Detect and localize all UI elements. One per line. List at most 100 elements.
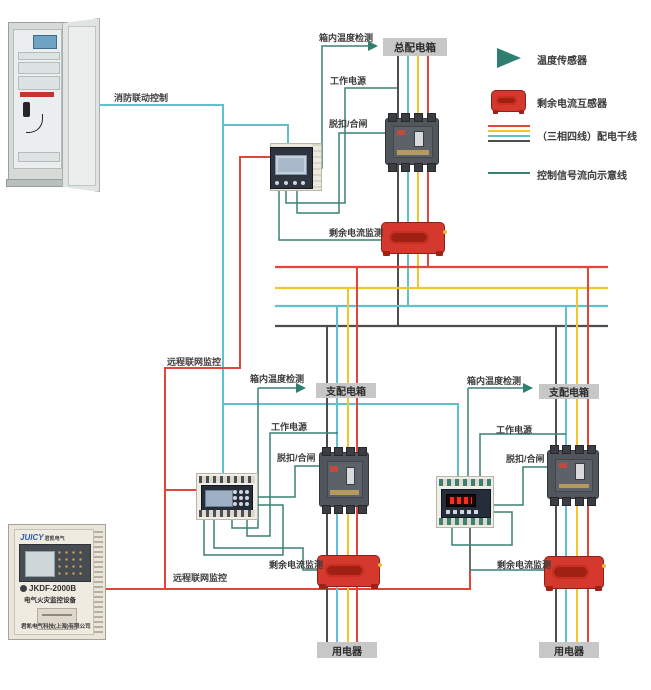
ct-foot	[493, 110, 498, 114]
monitor-buttons	[275, 180, 306, 185]
left-temp-label: 箱内温度检测	[250, 374, 305, 384]
residual-current-monitor-main	[270, 143, 322, 191]
din-nav-buttons	[233, 490, 249, 506]
residual-current-monitor-right	[436, 476, 494, 528]
breaker-terminals-bottom	[386, 163, 438, 172]
breaker-terminals-top	[320, 447, 368, 456]
breaker-face	[555, 458, 593, 492]
jkdf-model-text: JKDF-2000B	[29, 584, 77, 593]
din-terminals-top	[199, 476, 255, 483]
main-power-label: 工作电源	[330, 76, 367, 86]
breaker-terminals-top	[386, 113, 438, 122]
din-front-panel	[201, 485, 253, 513]
main-distribution-box-label: 总配电箱	[383, 38, 447, 56]
breaker-label-tag	[558, 462, 567, 468]
jkdf-company-text: 君凯电气科技(上海)有限公司	[21, 624, 91, 630]
breaker-rating-strip	[330, 489, 360, 495]
breaker-label-tag	[330, 465, 339, 472]
right-trip-label: 脱扣/合闸	[506, 454, 545, 464]
breaker-face	[326, 461, 364, 499]
residual-current-transformer-right	[544, 556, 606, 591]
breaker-rating-strip	[558, 483, 590, 489]
din-terminals-bottom	[199, 510, 255, 517]
signal-arrowheads	[296, 41, 533, 393]
breaker-terminals-bottom	[548, 497, 598, 506]
sub-distribution-box-right-label: 支配电箱	[539, 384, 599, 399]
monitor-lcd-screen	[275, 154, 308, 175]
cabinet-module	[18, 152, 60, 162]
left-sub-circuit-breaker	[319, 447, 369, 514]
cabinet-open-door	[62, 18, 100, 192]
ct-terminal	[378, 562, 382, 567]
legend-label-temperature: 温度传感器	[537, 56, 587, 67]
breaker-rating-strip	[397, 150, 429, 155]
legend-label-ct: 剩余电流互感器	[537, 99, 607, 110]
jkdf-fire-monitoring-unit: JUICY君凯电气 JKDF-2000B 电气火灾监控设备 君凯电气科技(上海)…	[8, 524, 106, 640]
distribution-bus-lines	[275, 265, 608, 328]
main-temp-label: 箱内温度检测	[319, 33, 374, 43]
ct-window	[495, 96, 518, 105]
three-phase-four-wire-lines-icon	[488, 125, 530, 145]
jkdf-keys	[56, 549, 86, 577]
temperature-sensor-icon	[497, 48, 521, 68]
main-feeder-lines	[397, 56, 429, 326]
fire-alarm-cabinet	[6, 22, 69, 187]
breaker-toggle	[345, 466, 356, 486]
cabinet-handset-cable	[26, 114, 43, 133]
ct-foot	[319, 584, 326, 589]
din-terminals-bottom	[439, 518, 491, 525]
ct-terminal	[602, 563, 606, 568]
jkdf-front-panel: JUICY君凯电气 JKDF-2000B 电气火灾监控设备 君凯电气科技(上海)…	[14, 529, 94, 635]
din-lcd-screen	[205, 490, 233, 507]
breaker-toggle	[574, 463, 585, 481]
right-sub-circuit-breaker	[547, 445, 599, 506]
ct-window	[325, 563, 365, 577]
left-power-label: 工作电源	[271, 422, 308, 432]
cabinet-indicator-bar	[20, 92, 54, 97]
din-led-display	[446, 494, 476, 507]
cabinet-handset	[23, 102, 30, 117]
main-circuit-breaker	[385, 113, 439, 172]
residual-current-transformer-icon	[491, 90, 526, 114]
din-front-panel	[441, 489, 491, 518]
breaker-terminals-bottom	[320, 505, 368, 514]
load-left-label: 用电器	[317, 642, 377, 658]
jkdf-vents	[94, 531, 103, 633]
jkdf-keypad-panel	[19, 544, 91, 582]
jkdf-emblem	[20, 585, 27, 592]
din-terminals-top	[439, 479, 491, 486]
ct-foot	[371, 584, 378, 589]
ct-foot	[519, 110, 524, 114]
control-signal-lines	[203, 45, 566, 571]
legend-label-control: 控制信号流向示意线	[537, 171, 627, 182]
jkdf-screen	[25, 551, 55, 577]
right-power-label: 工作电源	[496, 425, 533, 435]
right-temp-label: 箱内温度检测	[467, 376, 522, 386]
right-residual-label: 剩余电流监测	[497, 560, 552, 570]
breaker-terminals-top	[548, 445, 598, 454]
residual-current-transformer-left	[317, 555, 382, 589]
ct-foot	[436, 251, 443, 256]
left-trip-label: 脱扣/合闸	[277, 453, 316, 463]
fire-linkage-label: 消防联动控制	[114, 93, 169, 103]
din-buttons	[446, 510, 478, 514]
cabinet-module	[18, 62, 60, 74]
cabinet-door-panel	[68, 25, 96, 187]
breaker-face	[393, 126, 433, 158]
legend-label-trunk: （三相四线）配电干线	[537, 132, 637, 143]
main-trip-label: 脱扣/合闸	[329, 119, 368, 129]
remote-top-label: 远程联网监控	[167, 357, 222, 367]
monitor-face	[270, 146, 313, 190]
load-right-label: 用电器	[539, 642, 599, 658]
residual-current-monitor-left	[196, 473, 258, 520]
ct-terminal	[443, 229, 447, 234]
control-signal-line-icon	[488, 172, 530, 174]
ct-foot	[546, 586, 553, 591]
ct-window	[389, 230, 430, 244]
fire-linkage-lines	[100, 104, 459, 477]
ct-foot	[383, 251, 390, 256]
main-residual-label: 剩余电流监测	[329, 228, 384, 238]
ct-window	[551, 565, 590, 579]
jkdf-name-text: 电气火灾监控设备	[24, 597, 76, 604]
